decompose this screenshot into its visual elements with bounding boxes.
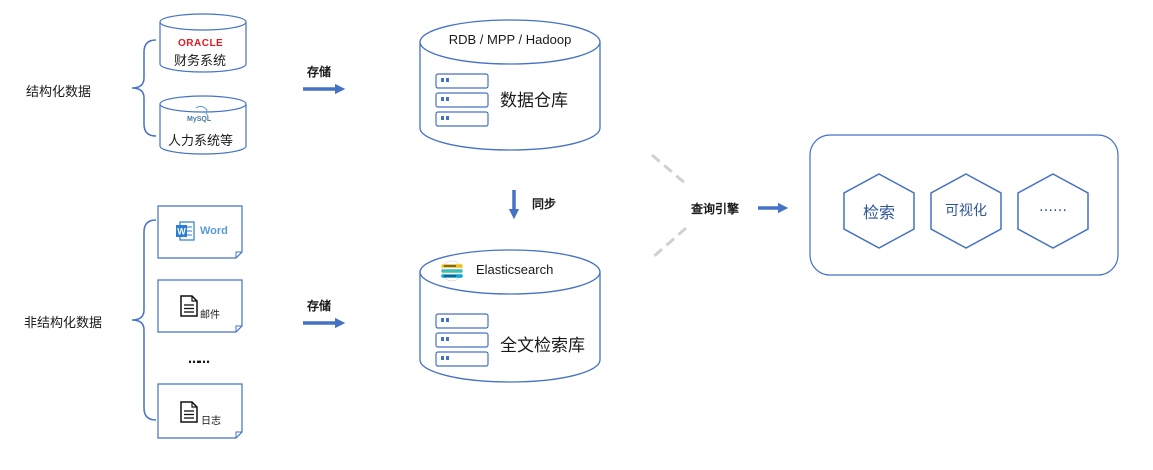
oracle-logo: ORACLE [178, 38, 224, 49]
hr-system-label: 人力系统等 [168, 134, 234, 149]
word-doc-shape [157, 205, 243, 259]
log-doc-shape [157, 383, 243, 439]
hex-label-visualize: 可视化 [945, 203, 987, 219]
dashed-line-upper [651, 153, 687, 186]
dashed-line-lower [651, 226, 687, 260]
search-db-name: 全文检索库 [500, 336, 585, 356]
server-stack-icon [435, 73, 489, 127]
email-doc-shape [157, 279, 243, 333]
word-icon: W [176, 221, 195, 241]
email-label: 邮件 [200, 310, 220, 321]
more-docs-ellipsis: …… [188, 352, 210, 366]
document-icon [180, 295, 198, 317]
svg-text:W: W [177, 227, 186, 237]
mysql-dolphin-icon [195, 105, 209, 117]
brace-structured [131, 39, 157, 137]
structured-data-label: 结构化数据 [26, 85, 92, 100]
warehouse-name: 数据仓库 [500, 91, 568, 111]
word-label: Word [200, 225, 228, 237]
store-label-top: 存储 [307, 65, 332, 79]
hexagon-more [1017, 173, 1089, 249]
document-icon [180, 401, 198, 423]
hexagon-visualize [930, 173, 1002, 249]
hex-label-search: 检索 [862, 203, 895, 222]
store-label-bottom: 存储 [307, 299, 332, 313]
hexagon-search [843, 173, 915, 249]
log-label: 日志 [201, 416, 221, 427]
mysql-logo: MySQL [187, 116, 212, 123]
oracle-cylinder [159, 13, 247, 73]
elasticsearch-logo-icon [441, 260, 463, 282]
brace-unstructured [131, 219, 157, 421]
elasticsearch-label: Elasticsearch [476, 262, 554, 277]
finance-system-label: 财务系统 [174, 54, 227, 69]
warehouse-tech-label: RDB / MPP / Hadoop [448, 32, 572, 47]
server-stack-icon [435, 313, 489, 367]
sync-label: 同步 [532, 197, 557, 211]
unstructured-data-label: 非结构化数据 [24, 316, 103, 331]
hex-label-more: …… [1039, 199, 1067, 215]
mysql-cylinder [159, 95, 247, 155]
query-engine-label: 查询引擎 [691, 202, 740, 216]
